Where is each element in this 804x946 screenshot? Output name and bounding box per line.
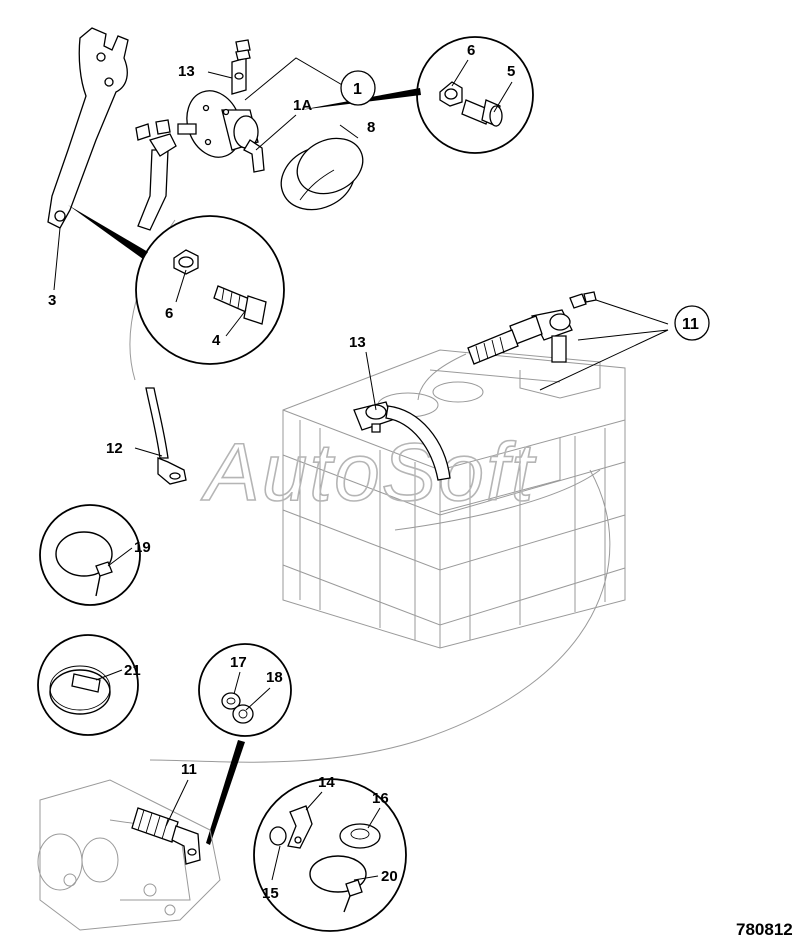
label-13-battery: 13 <box>349 334 366 351</box>
short-earth-lead <box>135 119 177 231</box>
label-4: 4 <box>212 332 221 349</box>
callout-clip-grommet-14-15-16-20 <box>253 778 407 932</box>
battery-clamp-positive <box>417 291 597 401</box>
part-number: 780812 <box>736 920 793 939</box>
watermark: AutoSoft <box>200 427 537 518</box>
callout-washers-17-18 <box>198 643 292 737</box>
label-17: 17 <box>230 654 247 671</box>
label-11-ref: 11 <box>682 316 699 333</box>
label-14: 14 <box>318 774 335 791</box>
callout-nut-bolt-5-6 <box>416 36 534 154</box>
callout-nut-bolt-4-6 <box>135 215 285 365</box>
earth-cable <box>145 387 187 485</box>
label-3: 3 <box>48 292 56 309</box>
earth-strap-bracket <box>47 27 129 229</box>
label-13-switch: 13 <box>178 63 195 80</box>
ref-circle-11 <box>674 305 710 341</box>
label-6-left: 6 <box>165 305 173 322</box>
label-18: 18 <box>266 669 283 686</box>
switch-cover <box>280 137 364 211</box>
ref-circle-1 <box>340 70 376 106</box>
callout-cable-tie-19 <box>39 504 141 606</box>
leader-lines <box>53 57 669 881</box>
label-11-starter: 11 <box>181 761 197 778</box>
label-1a: 1A <box>293 97 312 114</box>
wedge-callout-left <box>68 205 148 259</box>
label-12: 12 <box>106 440 123 457</box>
label-6-top: 6 <box>467 42 475 59</box>
starter-motor <box>37 779 221 931</box>
label-5: 5 <box>507 63 515 80</box>
callout-hose-clip-21 <box>37 634 139 736</box>
wedge-callout-washers <box>206 740 245 845</box>
label-15: 15 <box>262 885 279 902</box>
isolator-switch <box>177 39 265 173</box>
label-19: 19 <box>134 539 151 556</box>
label-20: 20 <box>381 868 398 885</box>
label-8: 8 <box>367 119 375 136</box>
label-1: 1 <box>353 81 362 98</box>
label-21: 21 <box>124 662 141 679</box>
label-16: 16 <box>372 790 389 807</box>
